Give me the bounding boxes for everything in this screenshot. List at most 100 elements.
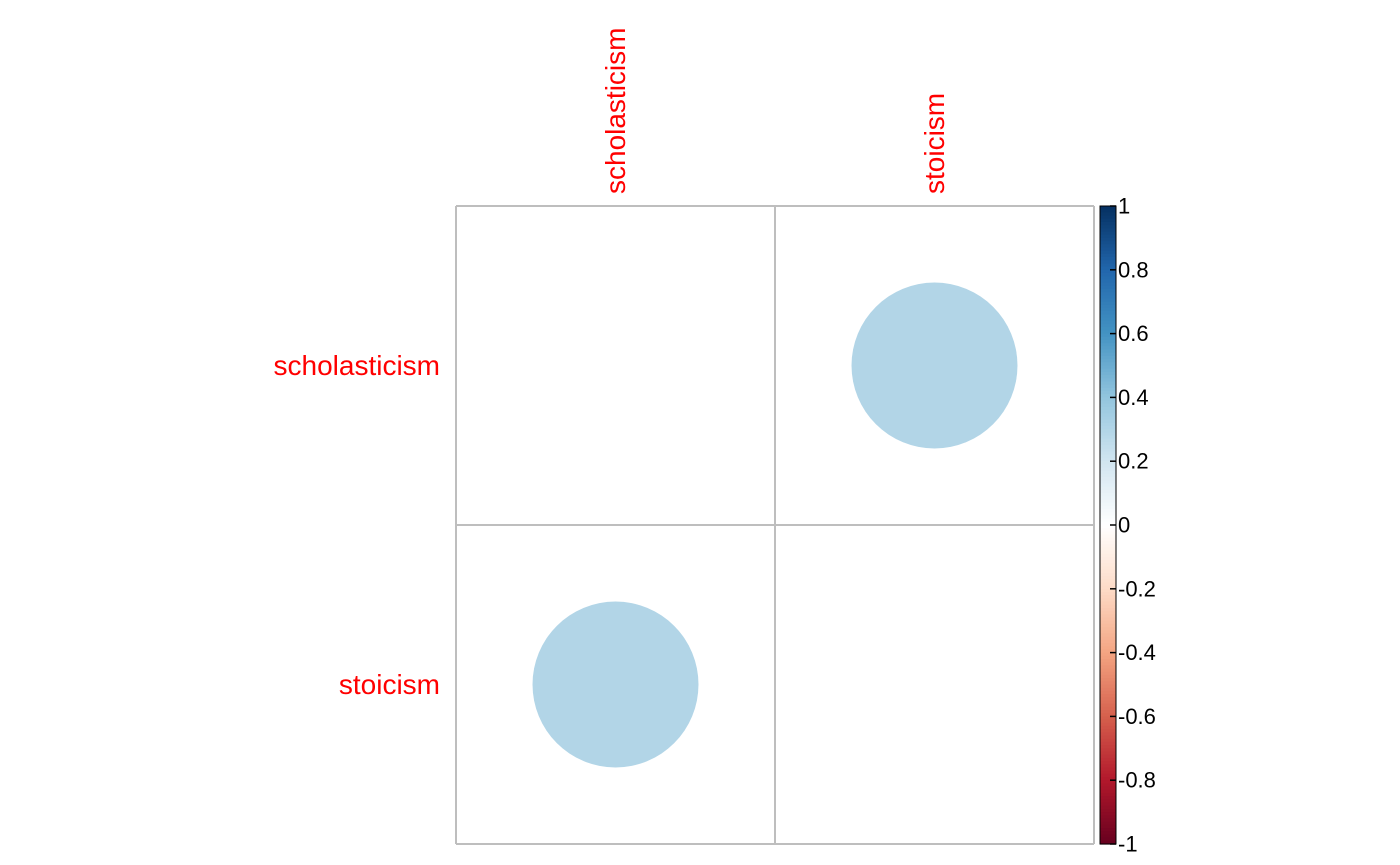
colorbar-segment <box>1100 225 1116 229</box>
colorbar-segment <box>1100 783 1116 788</box>
colorbar-segment <box>1100 633 1116 638</box>
colorbar-segment <box>1100 595 1116 599</box>
colorbar-segment <box>1100 515 1116 520</box>
colorbar-segment <box>1100 588 1116 593</box>
colorbar-segment <box>1100 263 1116 268</box>
colorbar-segment <box>1100 761 1116 765</box>
row-label-scholasticism: scholasticism <box>274 350 440 381</box>
colorbar-segment <box>1100 579 1116 584</box>
color-legend: -1-0.8-0.6-0.4-0.200.20.40.60.81 <box>1099 194 1156 857</box>
colorbar-segment <box>1100 566 1116 571</box>
colorbar-segment <box>1100 553 1116 558</box>
colorbar-segment <box>1100 534 1116 539</box>
colorbar-segment <box>1100 681 1116 686</box>
colorbar-segment <box>1100 812 1116 816</box>
colorbar-segment <box>1100 560 1116 564</box>
colorbar-segment <box>1100 346 1116 351</box>
colorbar-segment <box>1100 269 1116 274</box>
colorbar-segment <box>1100 317 1116 322</box>
colorbar-segment <box>1100 432 1116 437</box>
colorbar-segment <box>1100 416 1116 421</box>
colorbar-segment <box>1100 540 1116 545</box>
colorbar-segment <box>1100 257 1116 261</box>
colorbar-segment <box>1100 324 1116 328</box>
colorbar-segment <box>1100 215 1116 220</box>
colorbar-segment <box>1100 572 1116 577</box>
matrix-grid <box>455 205 1095 845</box>
colorbar-segment <box>1100 250 1116 255</box>
colorbar-segment <box>1100 266 1116 271</box>
colorbar-segment <box>1100 786 1116 791</box>
colorbar-segment <box>1100 505 1116 510</box>
colorbar-segment <box>1100 569 1116 574</box>
colorbar-segment <box>1100 547 1116 552</box>
colorbar-segment <box>1100 770 1116 775</box>
colorbar-segment <box>1100 818 1116 823</box>
colorbar-segment <box>1100 725 1116 730</box>
colorbar-segment <box>1100 792 1116 797</box>
colorbar-segment <box>1100 394 1116 398</box>
colorbar-segment <box>1100 623 1116 628</box>
colorbar-segment <box>1100 617 1116 622</box>
colorbar-segment <box>1100 260 1116 265</box>
column-label-stoicism: stoicism <box>919 93 950 194</box>
matrix-cell-stoicism-stoicism <box>775 525 1094 844</box>
colorbar-segment <box>1100 365 1116 370</box>
correlation-circle-scholasticism-stoicism <box>851 282 1018 449</box>
colorbar-segment <box>1100 253 1116 258</box>
colorbar-segment <box>1100 694 1116 698</box>
colorbar-segment <box>1100 502 1116 507</box>
colorbar-segment <box>1100 349 1116 354</box>
colorbar-segment <box>1100 314 1116 319</box>
colorbar-segment <box>1100 461 1116 465</box>
colorbar-segment <box>1100 630 1116 635</box>
colorbar-segment <box>1100 403 1116 408</box>
colorbar-segment <box>1100 304 1116 309</box>
colorbar-segment <box>1100 528 1116 532</box>
colorbar-segment <box>1100 754 1116 759</box>
colorbar-segment <box>1100 426 1116 430</box>
colorbar-segment <box>1100 620 1116 625</box>
colorbar-segment <box>1100 308 1116 312</box>
colorbar-segment <box>1100 582 1116 587</box>
colorbar-segment <box>1100 710 1116 714</box>
colorbar-segment <box>1100 301 1116 306</box>
colorbar-segment <box>1100 343 1116 347</box>
colorbar-segment <box>1100 751 1116 756</box>
colorbar-segment <box>1100 206 1116 210</box>
colorbar-segment <box>1100 745 1116 749</box>
colorbar-segment <box>1100 371 1116 376</box>
matrix-cell-scholasticism-scholasticism <box>456 206 775 525</box>
colorbar-segment <box>1100 719 1116 724</box>
colorbar-tick-label: -0.8 <box>1118 768 1156 793</box>
colorbar-segment <box>1100 662 1116 666</box>
correlation-circle-stoicism-scholasticism <box>532 601 699 768</box>
colorbar-segment <box>1100 627 1116 631</box>
colorbar-segment <box>1100 231 1116 236</box>
colorbar-segment <box>1100 556 1116 561</box>
colorbar-tick-label: 0.4 <box>1118 385 1149 410</box>
colorbar-segment <box>1100 477 1116 481</box>
colorbar-segment <box>1100 741 1116 746</box>
colorbar-segment <box>1100 381 1116 386</box>
colorbar-segment <box>1100 429 1116 434</box>
colorbar-segment <box>1100 700 1116 705</box>
colorbar-segment <box>1100 276 1116 280</box>
colorbar-segment <box>1100 639 1116 644</box>
colorbar-tick-label: 1 <box>1118 194 1130 219</box>
colorbar-segment <box>1100 442 1116 446</box>
colorbar-segment <box>1100 438 1116 443</box>
colorbar-segment <box>1100 362 1116 367</box>
colorbar-segment <box>1100 378 1116 383</box>
colorbar-segment <box>1100 614 1116 619</box>
colorbar-segment <box>1100 509 1116 513</box>
colorbar-segment <box>1100 722 1116 727</box>
colorbar-segment <box>1100 601 1116 606</box>
colorbar-segment <box>1100 330 1116 335</box>
colorbar-segment <box>1100 480 1116 485</box>
colorbar-segment <box>1100 665 1116 670</box>
colorbar-segment <box>1100 796 1116 800</box>
